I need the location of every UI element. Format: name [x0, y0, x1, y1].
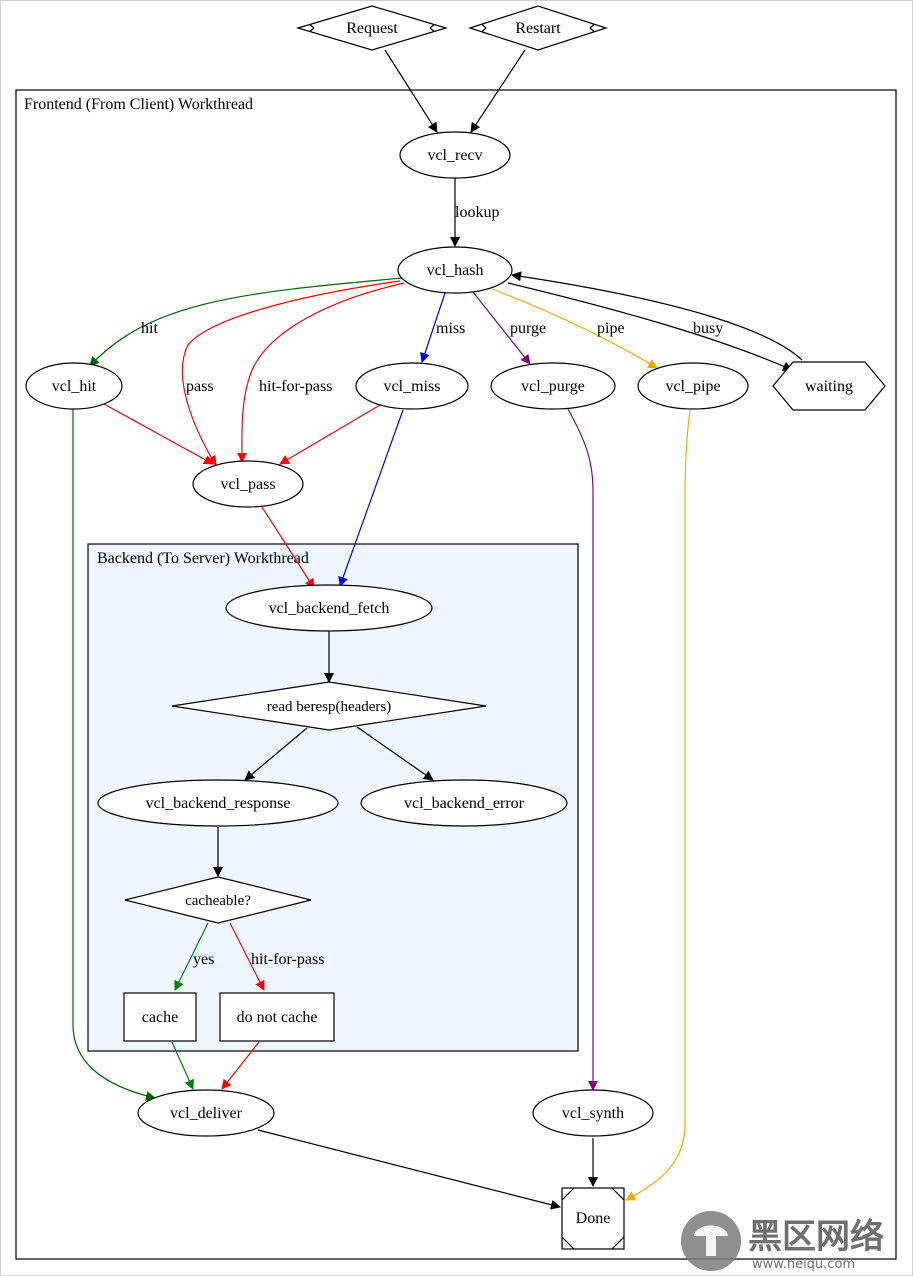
node-request-label: Request	[346, 20, 398, 37]
label-hit-for-pass: hit-for-pass	[259, 378, 332, 395]
watermark: 黑区网络 www.heiqu.com	[681, 1211, 884, 1272]
node-vcl-backend-error[interactable]: vcl_backend_error	[360, 779, 568, 827]
frontend-cluster: Frontend (From Client) Workthread	[15, 89, 897, 1260]
label-busy: busy	[693, 320, 723, 337]
label-pass: pass	[186, 378, 214, 395]
frontend-cluster-label: Frontend (From Client) Workthread	[24, 96, 253, 113]
node-vcl-purge[interactable]: vcl_purge	[490, 362, 616, 410]
watermark-text: 黑区网络	[748, 1217, 884, 1257]
node-waiting[interactable]: waiting	[772, 361, 886, 411]
node-vcl-miss-label: vcl_miss	[384, 378, 441, 395]
edge-cacheable-nocache	[229, 922, 265, 991]
node-read-beresp[interactable]: read beresp(headers)	[171, 681, 487, 731]
node-vcl-backend-response-label: vcl_backend_response	[146, 795, 291, 812]
node-request[interactable]: Request	[295, 5, 449, 51]
node-vcl-purge-label: vcl_purge	[521, 378, 585, 395]
edge-cacheable-cache	[174, 922, 209, 991]
edge-hash-pipe	[491, 288, 658, 369]
node-waiting-label: waiting	[805, 378, 853, 395]
node-vcl-deliver-label: vcl_deliver	[170, 1105, 243, 1122]
node-vcl-hit-label: vcl_hit	[52, 378, 97, 395]
edge-hash-pass	[181, 280, 401, 466]
edge-read-error	[356, 726, 434, 781]
node-cache[interactable]: cache	[123, 992, 197, 1042]
node-vcl-pipe-label: vcl_pipe	[665, 378, 720, 395]
edge-purge-synth	[567, 408, 598, 1091]
label-hit-for-pass-2: hit-for-pass	[251, 951, 324, 968]
node-vcl-hit[interactable]: vcl_hit	[25, 362, 123, 410]
node-restart-label: Restart	[515, 20, 561, 37]
edge-hash-hit	[89, 277, 403, 367]
node-vcl-hash[interactable]: vcl_hash	[397, 246, 513, 294]
node-done-label: Done	[576, 1210, 611, 1227]
watermark-sub: www.heiqu.com	[752, 1257, 855, 1272]
node-vcl-pass-label: vcl_pass	[220, 476, 275, 493]
node-vcl-backend-error-label: vcl_backend_error	[404, 795, 525, 812]
edge-hash-purge	[472, 291, 531, 365]
label-yes: yes	[193, 951, 214, 968]
nodes: Request Restart vcl_recv vcl_hash vcl_hi…	[25, 5, 886, 1250]
node-vcl-recv[interactable]: vcl_recv	[399, 131, 511, 179]
watermark-logo-icon	[681, 1211, 741, 1271]
label-miss: miss	[436, 320, 465, 337]
edge-hit-deliver	[72, 409, 156, 1101]
node-vcl-backend-fetch-label: vcl_backend_fetch	[269, 600, 390, 617]
label-hit: hit	[141, 320, 158, 337]
edge-hash-pass-hfp	[236, 282, 405, 463]
edge-restart-recv	[470, 49, 526, 133]
edges	[72, 49, 803, 1210]
node-vcl-deliver[interactable]: vcl_deliver	[137, 1089, 275, 1137]
edge-hit-pass	[103, 403, 214, 465]
edge-deliver-done	[257, 1129, 561, 1210]
edge-miss-pass	[279, 404, 381, 465]
edge-cache-deliver	[171, 1041, 194, 1090]
label-pipe: pipe	[597, 320, 625, 337]
label-lookup: lookup	[455, 204, 499, 221]
edge-hash-miss	[420, 292, 446, 363]
node-vcl-hash-label: vcl_hash	[427, 262, 484, 279]
node-do-not-cache[interactable]: do not cache	[219, 992, 335, 1042]
node-do-not-cache-label: do not cache	[237, 1009, 318, 1026]
node-vcl-synth-label: vcl_synth	[562, 1105, 624, 1122]
node-cacheable[interactable]: cacheable?	[124, 876, 312, 924]
node-restart[interactable]: Restart	[468, 5, 608, 51]
edge-nocache-deliver	[221, 1041, 260, 1090]
node-vcl-backend-fetch[interactable]: vcl_backend_fetch	[225, 584, 433, 632]
node-vcl-miss[interactable]: vcl_miss	[355, 362, 469, 410]
node-vcl-synth[interactable]: vcl_synth	[532, 1089, 654, 1137]
node-cacheable-label: cacheable?	[185, 893, 251, 909]
node-vcl-recv-label: vcl_recv	[427, 147, 482, 164]
node-vcl-pipe[interactable]: vcl_pipe	[637, 362, 749, 410]
edge-pipe-done	[625, 409, 691, 1201]
node-cache-label: cache	[142, 1009, 178, 1026]
node-vcl-pass[interactable]: vcl_pass	[192, 460, 304, 508]
backend-cluster-label: Backend (To Server) Workthread	[97, 550, 309, 567]
edge-hash-waiting	[507, 282, 793, 371]
edge-request-recv	[384, 49, 438, 133]
edge-miss-fetch	[338, 409, 404, 587]
edge-waiting-hash	[511, 271, 803, 361]
label-purge: purge	[510, 320, 546, 337]
edge-labels: lookup hit pass hit-for-pass miss purge …	[141, 204, 723, 968]
node-done[interactable]: Done	[561, 1187, 625, 1250]
node-vcl-backend-response[interactable]: vcl_backend_response	[97, 779, 339, 827]
node-read-beresp-label: read beresp(headers)	[267, 699, 392, 715]
edge-read-response	[244, 727, 308, 781]
edge-pass-fetch	[261, 506, 315, 589]
